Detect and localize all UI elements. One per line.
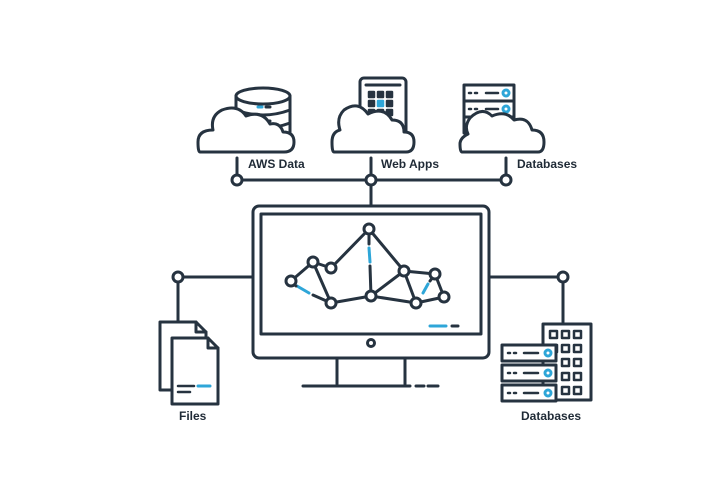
files-icon <box>158 320 220 406</box>
label-web-apps: Web Apps <box>381 157 439 171</box>
left-connector-line <box>176 275 255 324</box>
tablet-cloud-icon <box>330 76 416 154</box>
right-connector-line <box>487 275 565 324</box>
server-rack-icon <box>500 322 593 403</box>
network-graph-icon <box>284 222 451 310</box>
label-databases-top: Databases <box>517 157 577 171</box>
junction-nodes <box>171 173 570 284</box>
server-cloud-icon <box>458 83 546 154</box>
label-databases-bottom: Databases <box>521 409 581 423</box>
database-cloud-icon <box>196 86 296 154</box>
label-files: Files <box>179 409 207 423</box>
label-aws-data: AWS Data <box>248 157 305 171</box>
